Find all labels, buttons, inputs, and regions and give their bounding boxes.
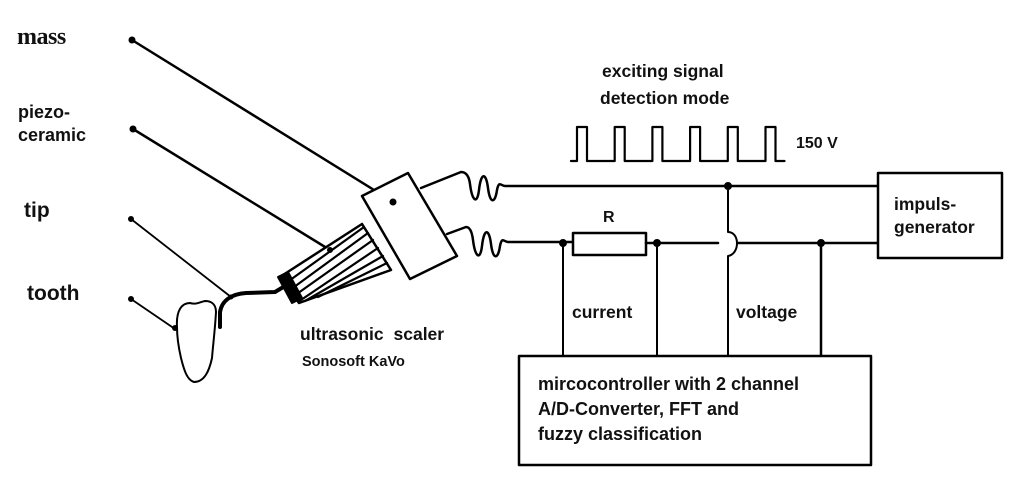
label-tooth: tooth — [27, 282, 80, 305]
label-signal-title-2: detection mode — [600, 88, 730, 108]
label-scaler-model: Sonosoft KaVo — [302, 354, 405, 370]
label-resistor: R — [603, 209, 615, 226]
mass-leader-line — [130, 38, 397, 205]
label-piezo-line2: ceramic — [18, 125, 87, 145]
junction-dot — [724, 182, 732, 190]
label-ultrasonic-scaler: ultrasonic scaler — [300, 324, 445, 344]
label-piezo-line1: piezo- — [18, 102, 70, 122]
label-voltage: voltage — [736, 302, 798, 322]
pulse-train-signal — [569, 125, 786, 163]
impulse-generator-box — [876, 171, 1004, 260]
scaler-tip — [218, 284, 287, 329]
label-tip: tip — [24, 199, 50, 222]
mass-label-dot — [128, 36, 136, 44]
label-piezo-ceramic: piezo- ceramic — [18, 101, 86, 147]
label-controller-line1: mircocontroller with 2 channel — [538, 374, 800, 394]
tip-leader-line — [130, 218, 232, 298]
label-controller-line3: fuzzy classification — [538, 424, 703, 444]
label-current: current — [572, 302, 633, 322]
tip-label-dot — [128, 216, 134, 222]
label-mass: mass — [17, 24, 66, 50]
piezo-ceramic-stack — [277, 222, 393, 305]
mass-anchor-dot — [389, 198, 397, 206]
piezo-anchor-dot — [327, 247, 333, 253]
junction-dot — [559, 239, 567, 247]
tooth-leader-line — [130, 298, 176, 330]
lower-cable — [445, 225, 575, 258]
piezo-leader-line — [131, 127, 332, 252]
mass-block — [360, 171, 459, 281]
label-impulse-generator: impuls- generator — [894, 193, 975, 239]
label-microcontroller: mircocontroller with 2 channel A/D-Conve… — [538, 372, 799, 447]
microcontroller-box — [517, 354, 873, 467]
tip-anchor-dot — [228, 294, 234, 300]
label-generator-line2: generator — [894, 217, 975, 237]
piezo-label-dot — [129, 125, 137, 133]
resistor — [571, 231, 648, 257]
label-generator-line1: impuls- — [894, 194, 957, 214]
tooth-shape — [175, 300, 217, 383]
label-signal-voltage: 150 V — [796, 135, 838, 152]
voltage-wire-crossover — [727, 185, 738, 357]
tooth-label-dot — [128, 296, 134, 302]
junction-dot — [817, 239, 825, 247]
tooth-anchor-dot — [172, 325, 178, 331]
junction-dot — [653, 239, 661, 247]
label-signal-title-1: exciting signal — [602, 61, 724, 81]
upper-cable — [419, 170, 880, 202]
label-controller-line2: A/D-Converter, FFT and — [538, 399, 740, 419]
